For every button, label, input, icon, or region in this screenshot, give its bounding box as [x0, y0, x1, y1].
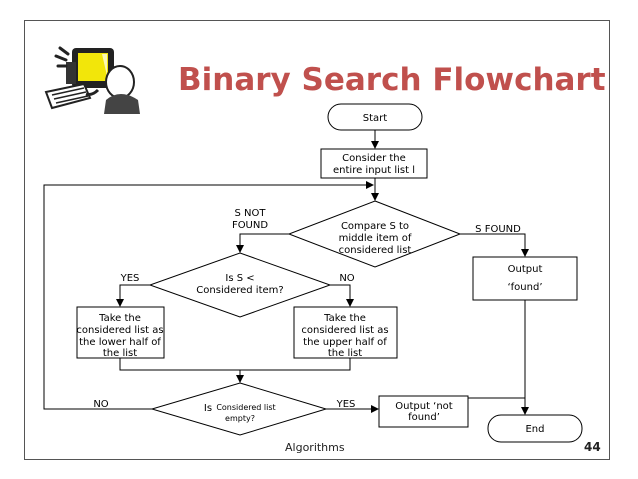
label-s-not-found-line1: S NOT [235, 208, 267, 219]
label-no-right: NO [339, 273, 354, 284]
node-output-not-found-line2: found’ [408, 412, 440, 423]
label-yes-left: YES [120, 273, 140, 284]
node-consider-line1: Consider the [342, 153, 406, 164]
slide-title: Binary Search Flowchart [178, 62, 606, 98]
node-end-label: End [525, 424, 544, 435]
node-output-not-found-line1: Output ‘not [395, 401, 453, 412]
node-is-less: Is S < Considered item? [148, 252, 332, 318]
connectors [43, 130, 529, 415]
node-is-less-line1: Is S < [225, 273, 254, 284]
node-output-found: Output ‘found’ [472, 256, 578, 301]
node-end: End [487, 414, 583, 443]
footer-text: Algorithms [285, 441, 345, 454]
motion-lines-icon [54, 46, 70, 68]
edge-s-found [460, 233, 529, 257]
node-is-empty-line1: Considered list [216, 403, 275, 412]
edge-yes-lower [116, 284, 150, 307]
node-is-less-line2: Considered item? [196, 285, 283, 296]
node-is-empty-line2: empty? [225, 414, 255, 423]
node-start: Start [327, 103, 423, 131]
node-compare-line1: Compare S to [341, 221, 409, 232]
label-no-loop: NO [93, 399, 108, 410]
node-take-upper-line3: the upper half of [303, 337, 387, 348]
node-is-empty: Is Considered list empty? [150, 382, 328, 436]
node-output-found-line2: ‘found’ [507, 282, 542, 293]
node-take-upper-line2: considered list as [301, 325, 388, 336]
edge-labels: S NOT FOUND S FOUND YES NO NO YES [93, 208, 521, 410]
keyboard-icon [44, 82, 92, 110]
node-start-label: Start [363, 113, 388, 124]
monitor-icon [66, 48, 116, 90]
node-compare-line3: considered list [339, 245, 412, 256]
node-take-lower-line4: the list [103, 348, 137, 359]
node-consider-line2: entire input list l [333, 165, 415, 176]
edge-s-not-found [236, 233, 289, 253]
edge-merge-halves [119, 358, 351, 371]
node-compare-line2: middle item of [339, 233, 412, 244]
edge-no-loop [43, 181, 374, 410]
page-number: 44 [584, 440, 601, 454]
node-take-lower-line1: Take the [98, 313, 141, 324]
computer-user-clipart-icon [44, 46, 140, 114]
node-take-lower: Take the considered list as the lower ha… [76, 306, 165, 359]
label-yes-empty: YES [336, 399, 356, 410]
node-take-upper: Take the considered list as the upper ha… [293, 306, 398, 359]
node-take-lower-line3: the lower half of [79, 337, 161, 348]
node-take-upper-line1: Take the [323, 313, 366, 324]
person-icon [85, 65, 140, 114]
label-s-found: S FOUND [475, 224, 521, 235]
label-s-not-found-line2: FOUND [232, 220, 268, 231]
node-output-found-line1: Output [508, 264, 543, 275]
node-consider: Consider the entire input list l [320, 148, 428, 179]
edge-no-upper [330, 284, 354, 307]
node-take-upper-line4: the list [328, 348, 362, 359]
slide-frame [24, 20, 610, 460]
node-take-lower-line2: considered list as [76, 325, 163, 336]
node-compare: Compare S to middle item of considered l… [287, 200, 462, 268]
node-output-not-found: Output ‘not found’ [378, 395, 469, 428]
node-is-empty-prefix: Is [204, 403, 212, 414]
